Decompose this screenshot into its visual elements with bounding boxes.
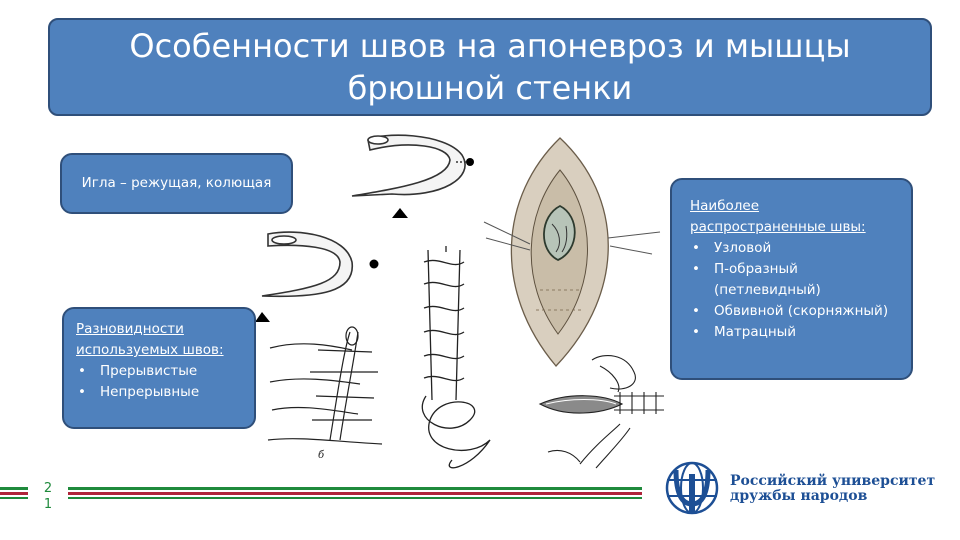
needle-note-text: Игла – режущая, колющая (81, 175, 272, 191)
common-sutures-heading: Наиболее распространенные швы: (690, 198, 866, 235)
needle-note-box: Игла – режущая, колющая (60, 153, 293, 214)
logo-line-2: дружбы народов (730, 488, 868, 504)
suture-types-heading: Разновидности используемых швов: (76, 321, 224, 358)
common-sutures-box: Наиболее распространенные швы: Узловой П… (670, 178, 913, 380)
cutting-needle-illustration (351, 134, 474, 218)
svg-text:б: б (318, 450, 325, 461)
footer-stripe-left (0, 487, 28, 499)
suture-types-list: Прерывистые Непрерывные (76, 361, 242, 403)
footer-stripe-right (68, 487, 642, 499)
list-item: Прерывистые (76, 361, 242, 382)
list-item: П-образный (петлевидный) (690, 259, 893, 301)
continuous-suture-illustration (421, 246, 491, 469)
interrupted-suture-illustration: б (267, 326, 383, 461)
list-item: Обвивной (скорняжный) (690, 301, 893, 322)
abdominal-wound-illustration (483, 137, 661, 367)
common-sutures-list: Узловой П-образный (петлевидный) Обвивно… (690, 238, 893, 343)
list-item: Непрерывные (76, 382, 242, 403)
round-needle-illustration (255, 231, 379, 322)
mattress-suture-illustration (538, 354, 664, 469)
list-item: Матрацный (690, 322, 893, 343)
university-logo-text: Российский университет дружбы народов (730, 474, 935, 504)
page-number: 2 1 (43, 481, 53, 512)
slide-title: Особенности швов на апоневроз и мышцы бр… (48, 18, 932, 116)
suture-types-box: Разновидности используемых швов: Прерыви… (62, 307, 256, 429)
university-globe-logo (665, 461, 719, 515)
logo-line-1: Российский университет (730, 473, 936, 489)
list-item: Узловой (690, 238, 893, 259)
